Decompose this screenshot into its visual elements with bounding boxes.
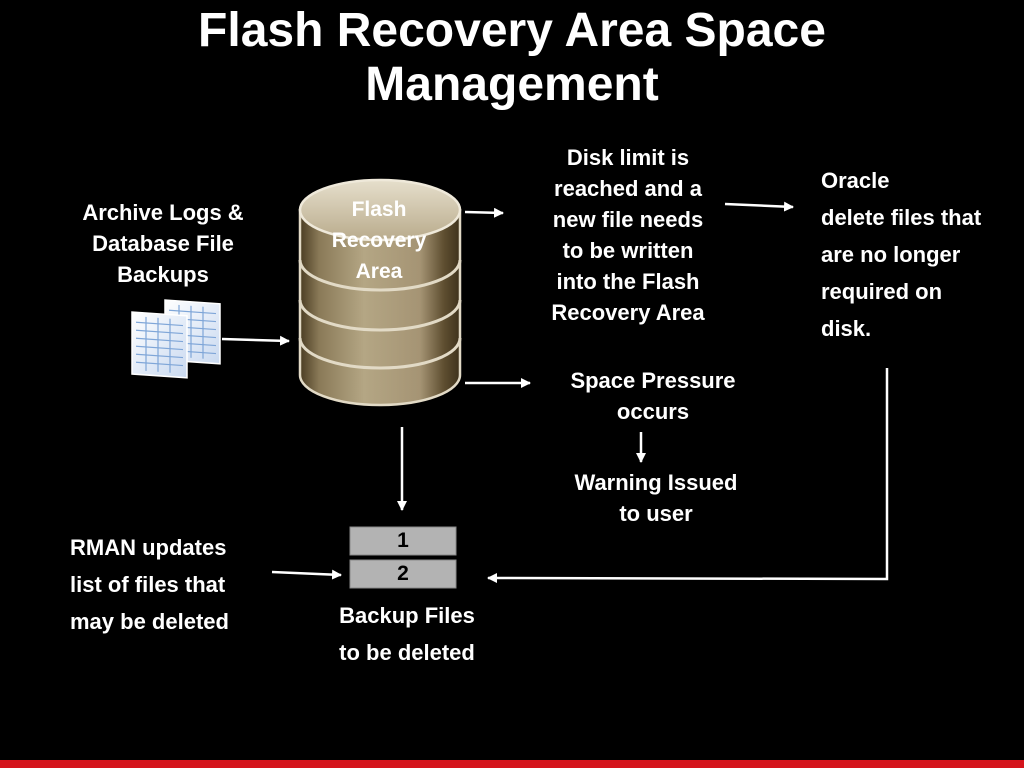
disk-limit-line: Recovery Area (551, 300, 705, 325)
space-pressure-label: Space Pressure occurs (540, 365, 766, 427)
document-pages-icon (131, 299, 221, 379)
slide-title: Flash Recovery Area Space Management (0, 4, 1024, 112)
arrow-rman-to-backup-list (271, 569, 342, 580)
oracle-line: required on (821, 279, 943, 304)
archive-logs-line: Backups (117, 262, 209, 287)
arrow-archive-to-cylinder (221, 335, 290, 346)
space-pressure-line: Space Pressure (570, 368, 736, 393)
disk-limit-label: Disk limit is reached and a new file nee… (524, 142, 732, 328)
backup-item-label: 1 (397, 529, 409, 552)
disk-limit-line: new file needs (552, 207, 704, 232)
footer-accent-bar (0, 760, 1024, 768)
database-cylinder-icon (298, 178, 462, 407)
backup-caption-line: to be deleted (339, 640, 475, 665)
oracle-label: Oracle delete files that are no longer r… (821, 162, 1021, 347)
cylinder-label-line: Recovery (331, 229, 427, 252)
oracle-line: are no longer (821, 242, 961, 267)
backup-files-caption: Backup Files to be deleted (312, 597, 502, 671)
slide-title-line-1: Flash Recovery Area Space (198, 4, 826, 57)
disk-limit-line: to be written (562, 238, 694, 263)
cylinder-label-line: Flash (351, 198, 407, 221)
rman-label: RMAN updates list of files that may be d… (70, 529, 270, 640)
archive-logs-line: Archive Logs & (82, 200, 244, 225)
arrow-oracle-to-backup-list (487, 368, 889, 584)
archive-logs-label: Archive Logs & Database File Backups (58, 197, 268, 290)
oracle-line: disk. (821, 316, 872, 341)
archive-logs-line: Database File (92, 231, 234, 256)
warning-line: Warning Issued (574, 470, 738, 495)
space-pressure-line: occurs (616, 399, 690, 424)
backup-item-label: 2 (397, 562, 409, 585)
backup-item-box-2 (349, 559, 457, 589)
warning-line: to user (619, 501, 693, 526)
slide-title-line-2: Management (365, 58, 659, 111)
disk-limit-line: into the Flash (556, 269, 700, 294)
disk-limit-line: reached and a (554, 176, 702, 201)
cylinder-label-line: Area (355, 260, 403, 283)
backup-caption-line: Backup Files (339, 603, 475, 628)
disk-limit-line: Disk limit is (566, 145, 690, 170)
arrow-cylinder-to-disk-limit (464, 207, 504, 218)
backup-item-box-1 (349, 526, 457, 556)
arrow-disk-limit-to-oracle (724, 201, 794, 212)
rman-line: may be deleted (70, 609, 229, 634)
rman-line: RMAN updates (70, 535, 227, 560)
oracle-line: Oracle (821, 168, 890, 193)
rman-line: list of files that (70, 572, 226, 597)
cylinder-label: Flash Recovery Area (312, 194, 446, 287)
warning-label: Warning Issued to user (545, 467, 767, 529)
oracle-line: delete files that (821, 205, 982, 230)
